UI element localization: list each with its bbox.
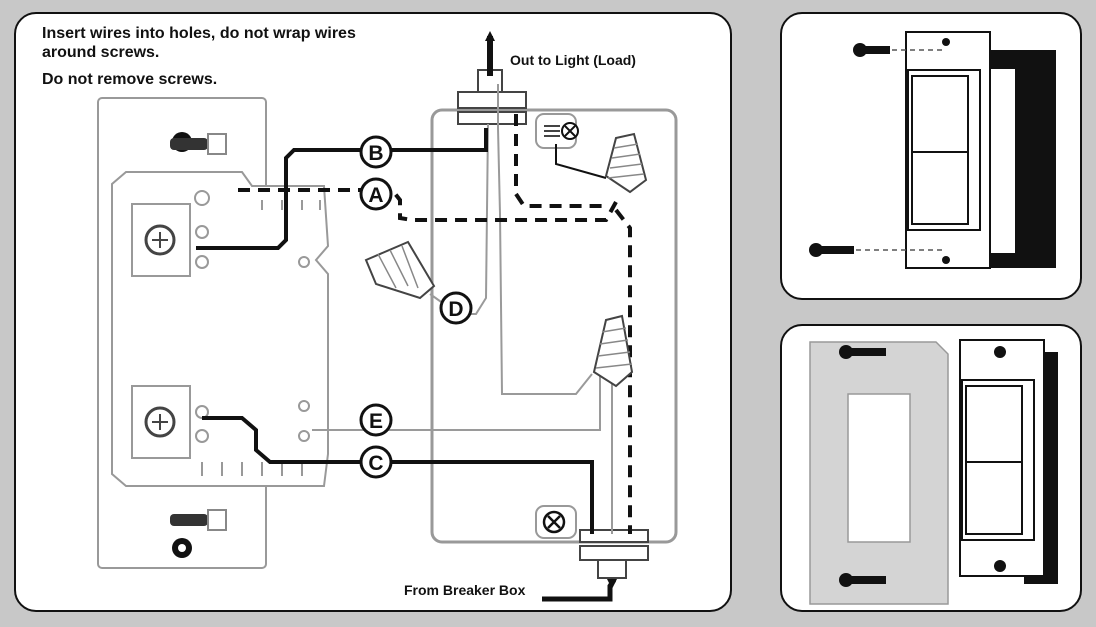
screw-icon xyxy=(809,243,854,257)
wire-label-a: A xyxy=(359,177,393,211)
wiring-diagram: B A D E C xyxy=(97,31,678,602)
plate-hole xyxy=(942,38,950,46)
instruction-insert-wires: Insert wires into holes, do not wrap wir… xyxy=(42,25,356,61)
screw-icon xyxy=(853,43,890,57)
terminal-screw-bottom xyxy=(144,406,176,438)
wiring-diagram-panel: Insert wires into holes, do not wrap wir… xyxy=(14,12,732,612)
faceplate-opening xyxy=(847,393,911,543)
wire-label-c: C xyxy=(359,445,393,479)
from-breaker-box-label: From Breaker Box xyxy=(404,582,526,598)
svg-text:C: C xyxy=(368,452,383,475)
instruction-do-not-remove-screws: Do not remove screws. xyxy=(42,71,218,88)
mount-screw-top xyxy=(170,133,227,155)
wire-b xyxy=(196,128,488,250)
wire-nut-icon xyxy=(592,314,634,388)
ground-screw-icon xyxy=(535,113,579,149)
svg-text:B: B xyxy=(368,142,383,165)
faceplate-panel xyxy=(780,324,1082,612)
wire-nut-icon xyxy=(604,132,648,194)
terminal-screw-top xyxy=(144,224,176,256)
plate-screw-bottom xyxy=(172,538,192,558)
screw-icon xyxy=(839,573,886,587)
wire-ground-to-screw xyxy=(555,144,607,179)
svg-text:A: A xyxy=(368,184,383,207)
mounting-screws-panel xyxy=(780,12,1082,300)
svg-text:D: D xyxy=(448,298,463,321)
wire-load-neutral xyxy=(497,84,593,395)
rocker-top xyxy=(965,385,1023,463)
switch-screw xyxy=(994,560,1006,572)
wire-a xyxy=(238,188,618,222)
svg-text:E: E xyxy=(369,410,383,433)
wire-ground-load xyxy=(514,114,606,208)
switch-body xyxy=(111,171,330,487)
switch-screw xyxy=(994,346,1006,358)
wire-e xyxy=(312,374,601,431)
wire-nut-icon xyxy=(364,240,436,300)
electrical-box xyxy=(430,108,678,544)
screw-icon xyxy=(839,345,886,359)
arrow-right-icon xyxy=(542,578,617,602)
top-cable-clamp xyxy=(457,69,527,125)
bottom-cable-clamp xyxy=(579,529,649,579)
box-screw-bottom xyxy=(535,505,577,539)
wire-c xyxy=(202,416,594,534)
mounting-illustration xyxy=(809,31,1056,269)
rocker-bottom xyxy=(965,461,1023,535)
rocker-top xyxy=(911,75,969,153)
plate-hole xyxy=(942,256,950,264)
faceplate-illustration xyxy=(809,339,1058,605)
wire-label-e: E xyxy=(359,403,393,437)
out-to-light-label: Out to Light (Load) xyxy=(510,52,636,68)
wire-label-b: B xyxy=(359,135,393,169)
rocker-bottom xyxy=(911,151,969,225)
mount-screw-bottom xyxy=(170,509,227,531)
wire-ground-supply xyxy=(614,208,632,534)
wire-label-d: D xyxy=(439,291,473,325)
